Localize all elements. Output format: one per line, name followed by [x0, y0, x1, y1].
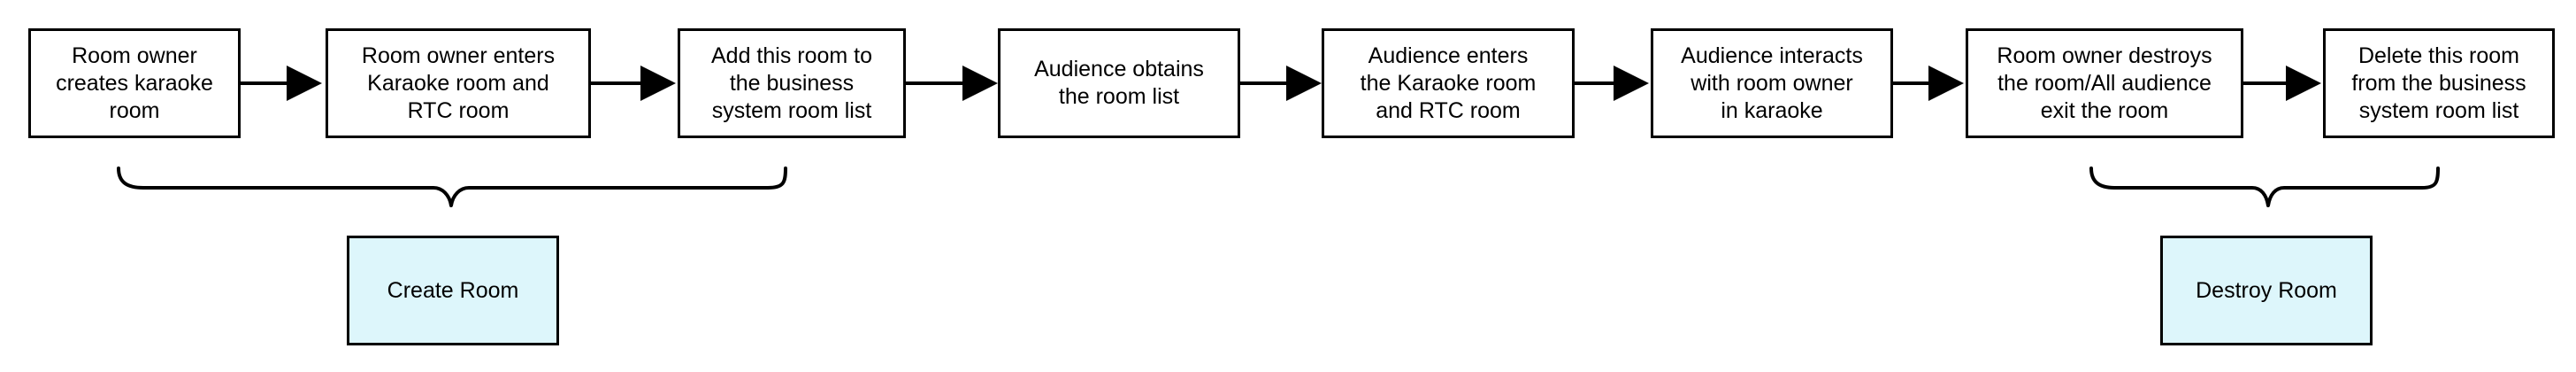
- brace-create-room: [117, 167, 787, 207]
- step-label: Audience obtains the room list: [1034, 57, 1204, 109]
- step-audience-interacts-with-owner: Audience interacts with room owner in ka…: [1651, 28, 1893, 138]
- step-label: Room owner creates karaoke room: [56, 43, 213, 123]
- group-create-room: Create Room: [347, 236, 559, 345]
- step-add-room-to-system-list: Add this room to the business system roo…: [678, 28, 906, 138]
- step-room-owner-enters-rooms: Room owner enters Karaoke room and RTC r…: [326, 28, 591, 138]
- group-label: Create Room: [387, 277, 519, 303]
- step-label: Audience enters the Karaoke room and RTC…: [1360, 43, 1537, 123]
- step-audience-obtains-room-list: Audience obtains the room list: [998, 28, 1240, 138]
- step-delete-room-from-system-list: Delete this room from the business syste…: [2323, 28, 2555, 138]
- group-label: Destroy Room: [2196, 277, 2337, 303]
- step-label: Room owner destroys the room/All audienc…: [1997, 43, 2212, 123]
- step-audience-enters-rooms: Audience enters the Karaoke room and RTC…: [1322, 28, 1575, 138]
- step-label: Delete this room from the business syste…: [2351, 43, 2526, 123]
- group-destroy-room: Destroy Room: [2160, 236, 2373, 345]
- step-label: Add this room to the business system roo…: [710, 43, 873, 123]
- step-room-owner-destroys-room: Room owner destroys the room/All audienc…: [1966, 28, 2243, 138]
- brace-destroy-room: [2089, 167, 2440, 207]
- step-label: Room owner enters Karaoke room and RTC r…: [361, 43, 556, 123]
- step-room-owner-creates-karaoke-room: Room owner creates karaoke room: [28, 28, 241, 138]
- step-label: Audience interacts with room owner in ka…: [1681, 43, 1863, 123]
